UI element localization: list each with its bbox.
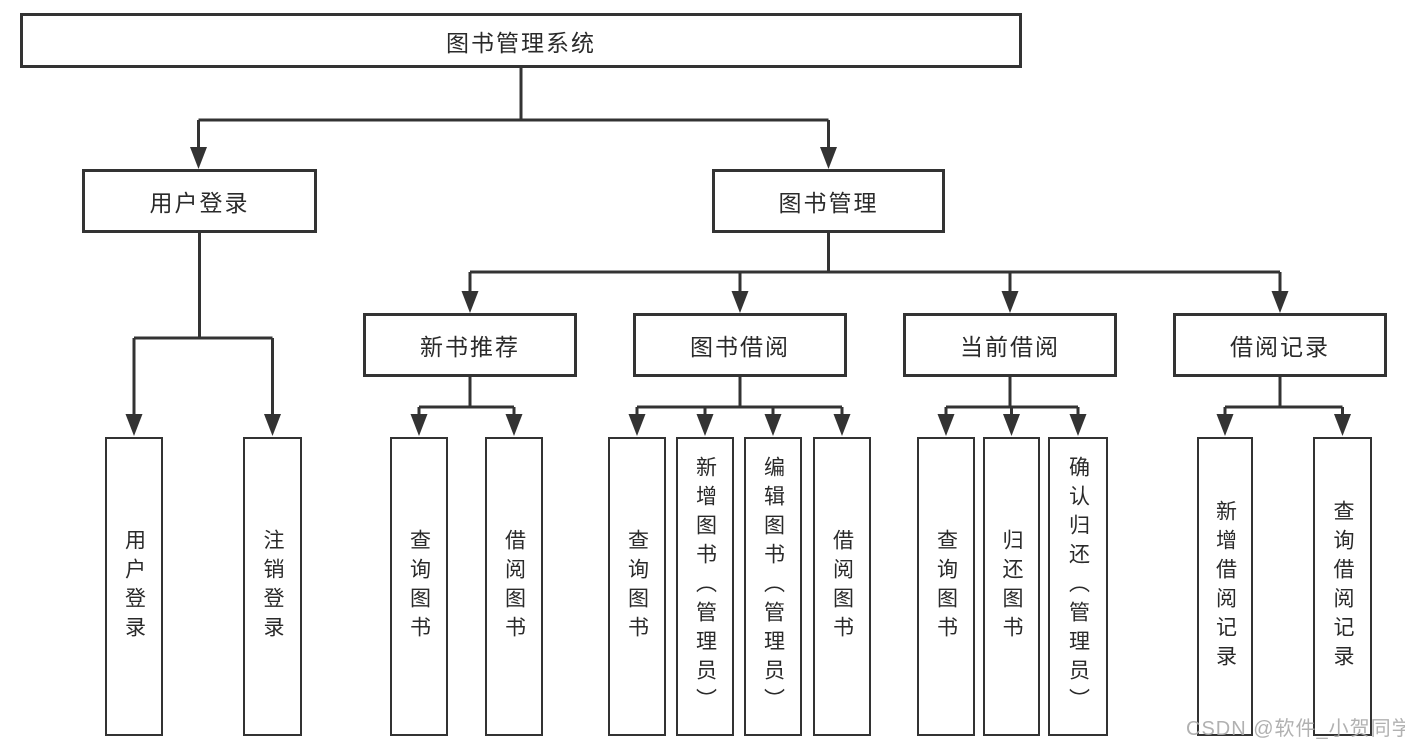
node-label: 借阅记录 (1230, 334, 1330, 360)
node-book-borrowing: 图书借阅 (633, 313, 847, 377)
leaf-logout: 注销登录 (243, 437, 302, 736)
node-label: 查询借阅记录 (1331, 499, 1354, 674)
leaf-add-borrow-record: 新增借阅记录 (1197, 437, 1253, 736)
leaf-borrow-book-recommend: 借阅图书 (485, 437, 543, 736)
leaf-return-book: 归还图书 (983, 437, 1040, 736)
node-current-borrowing: 当前借阅 (903, 313, 1117, 377)
leaf-query-book-recommend: 查询图书 (390, 437, 448, 736)
leaf-confirm-return-admin: 确认归还（管理员） (1048, 437, 1108, 736)
node-label: 用户登录 (149, 190, 250, 216)
node-label: 查询图书 (934, 528, 958, 645)
node-label: 图书借阅 (690, 334, 790, 360)
node-label: 编辑图书（管理员） (761, 456, 785, 717)
node-label: 图书管理系统 (446, 29, 596, 56)
leaf-borrow-book: 借阅图书 (813, 437, 871, 736)
node-label: 查询图书 (625, 528, 649, 645)
node-label: 当前借阅 (960, 334, 1060, 360)
node-label: 借阅图书 (502, 528, 526, 645)
node-label: 新书推荐 (420, 334, 520, 360)
node-library-management-system: 图书管理系统 (20, 13, 1022, 68)
node-label: 注销登录 (261, 528, 284, 645)
leaf-edit-book-admin: 编辑图书（管理员） (744, 437, 802, 736)
leaf-query-book-borrowing: 查询图书 (608, 437, 666, 736)
node-label: 借阅图书 (830, 528, 854, 645)
node-label: 确认归还（管理员） (1066, 456, 1090, 717)
leaf-user-login: 用户登录 (105, 437, 163, 736)
node-borrow-records: 借阅记录 (1173, 313, 1387, 377)
node-label: 图书管理 (778, 190, 879, 216)
leaf-query-book-current: 查询图书 (917, 437, 975, 736)
csdn-watermark: CSDN @软件_小贺同学 (1186, 718, 1405, 740)
node-new-book-recommend: 新书推荐 (363, 313, 577, 377)
node-user-login: 用户登录 (82, 169, 317, 233)
node-label: 用户登录 (122, 528, 146, 645)
node-label: 新增图书（管理员） (693, 456, 717, 717)
arrowheads (125, 147, 1351, 436)
leaf-query-borrow-record: 查询借阅记录 (1313, 437, 1372, 736)
node-book-management: 图书管理 (712, 169, 945, 233)
node-label: 新增借阅记录 (1213, 499, 1237, 674)
node-label: 查询图书 (407, 528, 431, 645)
node-label: 归还图书 (1000, 528, 1023, 645)
leaf-add-book-admin: 新增图书（管理员） (676, 437, 734, 736)
